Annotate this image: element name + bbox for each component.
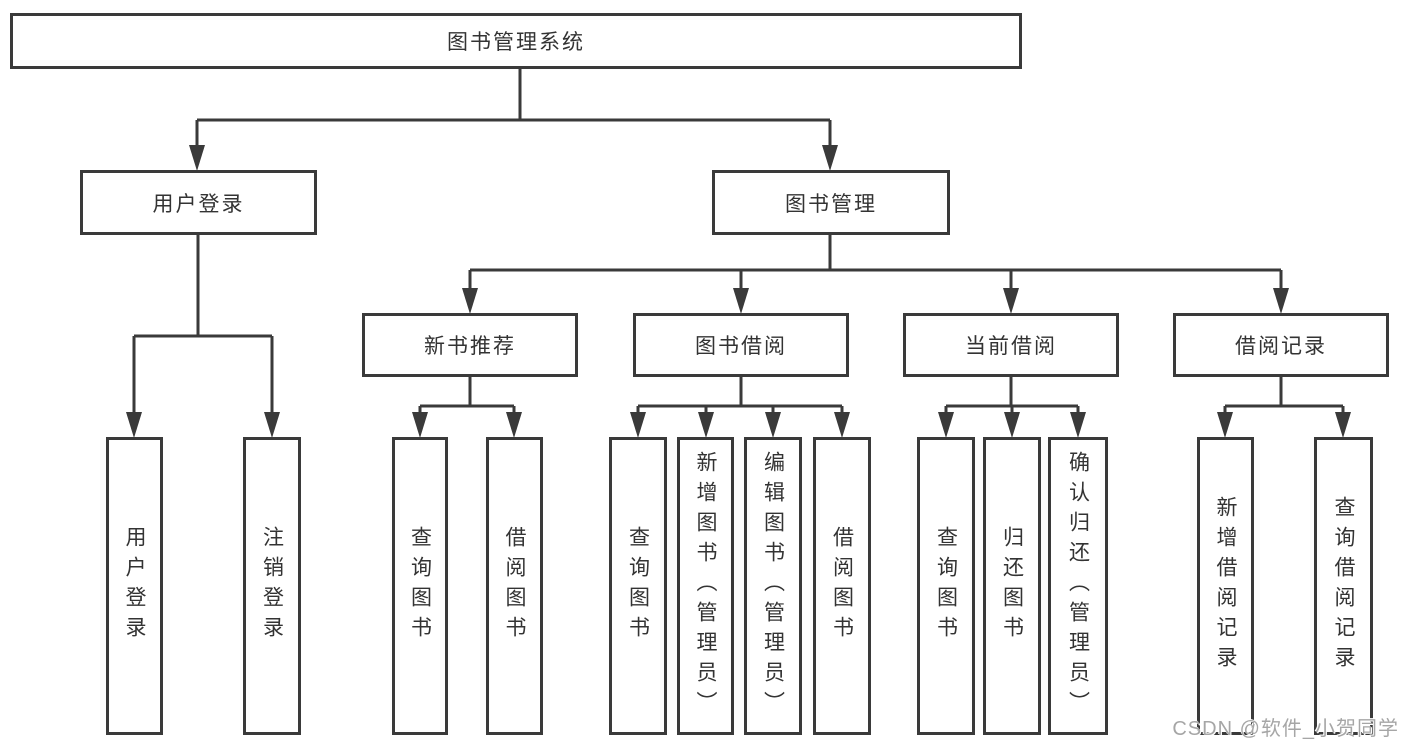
node-book-borrow: 图书借阅 [633, 313, 849, 377]
node-user-login-branch: 用户登录 [80, 170, 317, 235]
leaf-newbook-borrow-books: 借阅图书 [486, 437, 543, 735]
csdn-watermark: CSDN @软件_小贺同学 [1172, 718, 1399, 740]
leaf-borrow-query-books-label: 查询图书 [626, 526, 650, 646]
leaf-current-query-books-label: 查询图书 [934, 526, 958, 646]
node-borrow-records: 借阅记录 [1173, 313, 1389, 377]
leaf-borrow-books-label: 借阅图书 [830, 526, 854, 646]
leaf-newbook-borrow-books-label: 借阅图书 [503, 526, 526, 646]
leaf-newbook-query-books-label: 查询图书 [408, 526, 432, 646]
node-root-library-system: 图书管理系统 [10, 13, 1022, 69]
leaf-borrow-books: 借阅图书 [813, 437, 871, 735]
leaf-user-login-label: 用户登录 [123, 526, 146, 646]
leaf-borrow-query-books: 查询图书 [609, 437, 667, 735]
leaf-query-borrow-record: 查询借阅记录 [1314, 437, 1373, 735]
leaf-confirm-return-admin: 确认归还（管理员） [1048, 437, 1108, 735]
node-current-borrow: 当前借阅 [903, 313, 1119, 377]
node-new-book-recommend: 新书推荐 [362, 313, 578, 377]
leaf-confirm-return-admin-label: 确认归还（管理员） [1066, 451, 1090, 721]
leaf-edit-books-admin: 编辑图书（管理员） [744, 437, 802, 735]
leaf-logout-label: 注销登录 [260, 526, 284, 646]
leaf-add-books-admin-label: 新增图书（管理员） [694, 451, 717, 721]
leaf-query-borrow-record-label: 查询借阅记录 [1332, 496, 1355, 676]
leaf-user-login: 用户登录 [106, 437, 163, 735]
node-book-management-branch: 图书管理 [712, 170, 950, 235]
leaf-add-books-admin: 新增图书（管理员） [677, 437, 734, 735]
leaf-return-books: 归还图书 [983, 437, 1041, 735]
leaf-current-query-books: 查询图书 [917, 437, 975, 735]
leaf-newbook-query-books: 查询图书 [392, 437, 448, 735]
leaf-add-borrow-record-label: 新增借阅记录 [1214, 496, 1237, 676]
leaf-add-borrow-record: 新增借阅记录 [1197, 437, 1254, 735]
leaf-edit-books-admin-label: 编辑图书（管理员） [761, 451, 785, 721]
leaf-return-books-label: 归还图书 [1000, 526, 1024, 646]
leaf-logout: 注销登录 [243, 437, 301, 735]
